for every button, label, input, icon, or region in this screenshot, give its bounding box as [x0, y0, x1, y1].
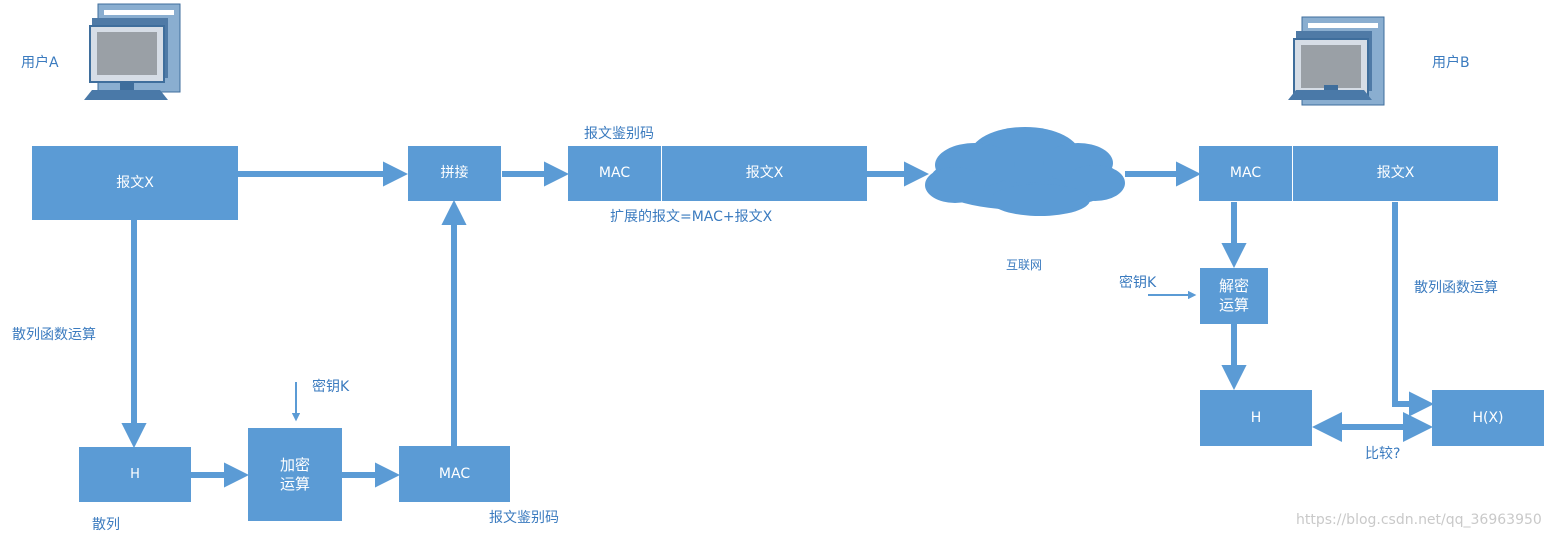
- receiver-hx-box: H(X): [1432, 390, 1544, 446]
- hash-function-label-receiver: 散列函数运算: [1414, 280, 1498, 296]
- watermark: https://blog.csdn.net/qq_36963950: [1296, 512, 1542, 528]
- extended-caption-top: 报文鉴别码: [584, 126, 654, 142]
- arrow-message-to-hx: [1392, 202, 1435, 417]
- decrypt-box: 解密 运算: [1200, 268, 1268, 324]
- compare-label: 比较?: [1365, 446, 1401, 462]
- user-a-label: 用户A: [21, 55, 59, 71]
- concat-box: 拼接: [408, 146, 501, 201]
- receiver-message-box: 报文X: [1293, 146, 1498, 201]
- encrypt-box: 加密 运算: [248, 428, 342, 521]
- key-label-sender: 密钥K: [312, 379, 350, 395]
- internet-label: 互联网: [1006, 258, 1043, 272]
- cloud-icon: [925, 127, 1125, 216]
- computer-icon-user-b: [1288, 16, 1385, 106]
- extended-caption-bottom: 扩展的报文=MAC+报文X: [610, 209, 773, 225]
- user-b-label: 用户B: [1432, 55, 1470, 71]
- receiver-mac-box: MAC: [1199, 146, 1292, 201]
- hash-function-label: 散列函数运算: [12, 327, 96, 343]
- extended-message-box: 报文X: [662, 146, 867, 201]
- mac-box-sender: MAC: [399, 446, 510, 502]
- mac-caption-sender: 报文鉴别码: [489, 510, 559, 526]
- hash-box: H: [79, 447, 191, 502]
- hash-caption: 散列: [92, 517, 120, 533]
- receiver-h-box: H: [1200, 390, 1312, 446]
- computer-icon-user-a: [84, 3, 181, 100]
- key-label-receiver: 密钥K: [1119, 275, 1157, 291]
- message-box: 报文X: [32, 146, 238, 220]
- extended-mac-box: MAC: [568, 146, 661, 201]
